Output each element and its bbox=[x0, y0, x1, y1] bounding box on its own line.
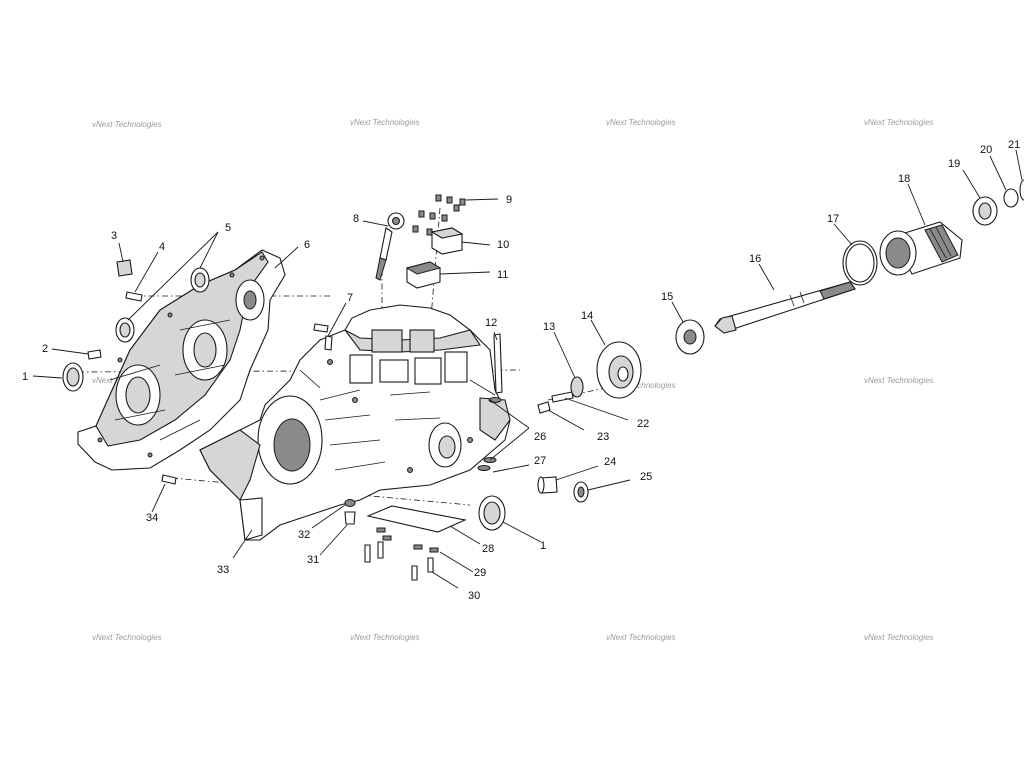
callout-2: 2 bbox=[42, 343, 48, 355]
callout-20: 20 bbox=[980, 144, 992, 156]
callout-15: 15 bbox=[661, 291, 673, 303]
watermark-text: vNext Technologies bbox=[92, 120, 162, 129]
callout-16: 16 bbox=[749, 253, 761, 265]
callout-14: 14 bbox=[581, 310, 593, 322]
watermark-text: vNext Technologies bbox=[606, 118, 676, 127]
callout-23: 23 bbox=[597, 431, 609, 443]
callout-10: 10 bbox=[497, 239, 509, 251]
callout-27: 27 bbox=[534, 455, 546, 467]
callout-24: 24 bbox=[604, 456, 616, 468]
callout-22: 22 bbox=[637, 418, 649, 430]
callout-6: 6 bbox=[304, 239, 310, 251]
leader-lines bbox=[32, 149, 1023, 589]
watermark-text: vNext Technologies bbox=[606, 381, 676, 390]
callout-11: 11 bbox=[497, 269, 508, 281]
callout-3: 3 bbox=[111, 230, 117, 242]
left-small-parts bbox=[62, 259, 210, 485]
left-cover-part bbox=[77, 249, 286, 471]
callout-18: 18 bbox=[898, 173, 910, 185]
callout-17: 17 bbox=[827, 213, 839, 225]
callout-4: 4 bbox=[159, 241, 165, 253]
callout-33: 33 bbox=[217, 564, 229, 576]
watermark-text: vNext Technologies bbox=[606, 633, 676, 642]
watermark-text: vNext Technologies bbox=[92, 633, 162, 642]
callout-9: 9 bbox=[506, 194, 512, 206]
callout-26: 26 bbox=[534, 431, 546, 443]
callout-13: 13 bbox=[543, 321, 555, 333]
callout-25: 25 bbox=[640, 471, 652, 483]
watermark-text: vNext Technologies bbox=[350, 118, 420, 127]
callout-labels: 1 2 3 4 5 6 7 8 9 10 11 12 13 14 15 16 1… bbox=[22, 139, 1020, 602]
watermark-text: vNext Technologies bbox=[350, 633, 420, 642]
callout-1: 1 bbox=[22, 371, 28, 383]
callout-1-lower: 1 bbox=[540, 540, 546, 552]
callout-34: 34 bbox=[146, 512, 158, 524]
main-case-part bbox=[199, 304, 511, 541]
callout-19: 19 bbox=[948, 158, 960, 170]
callout-12: 12 bbox=[485, 317, 497, 329]
bottom-parts bbox=[344, 391, 589, 581]
watermark-text: vNext Technologies bbox=[864, 633, 934, 642]
callout-7: 7 bbox=[347, 292, 353, 304]
watermark-text: vNext Technologies bbox=[864, 376, 934, 385]
callout-31: 31 bbox=[307, 554, 319, 566]
callout-28: 28 bbox=[482, 543, 494, 555]
callout-30: 30 bbox=[468, 590, 480, 602]
watermark-text: vNext Technologies bbox=[864, 118, 934, 127]
callout-32: 32 bbox=[298, 529, 310, 541]
callout-29: 29 bbox=[474, 567, 486, 579]
top-parts bbox=[313, 194, 503, 394]
callout-5: 5 bbox=[225, 222, 231, 234]
callout-8: 8 bbox=[353, 213, 359, 225]
callout-21: 21 bbox=[1008, 139, 1020, 151]
shaft-assembly bbox=[570, 179, 1024, 399]
